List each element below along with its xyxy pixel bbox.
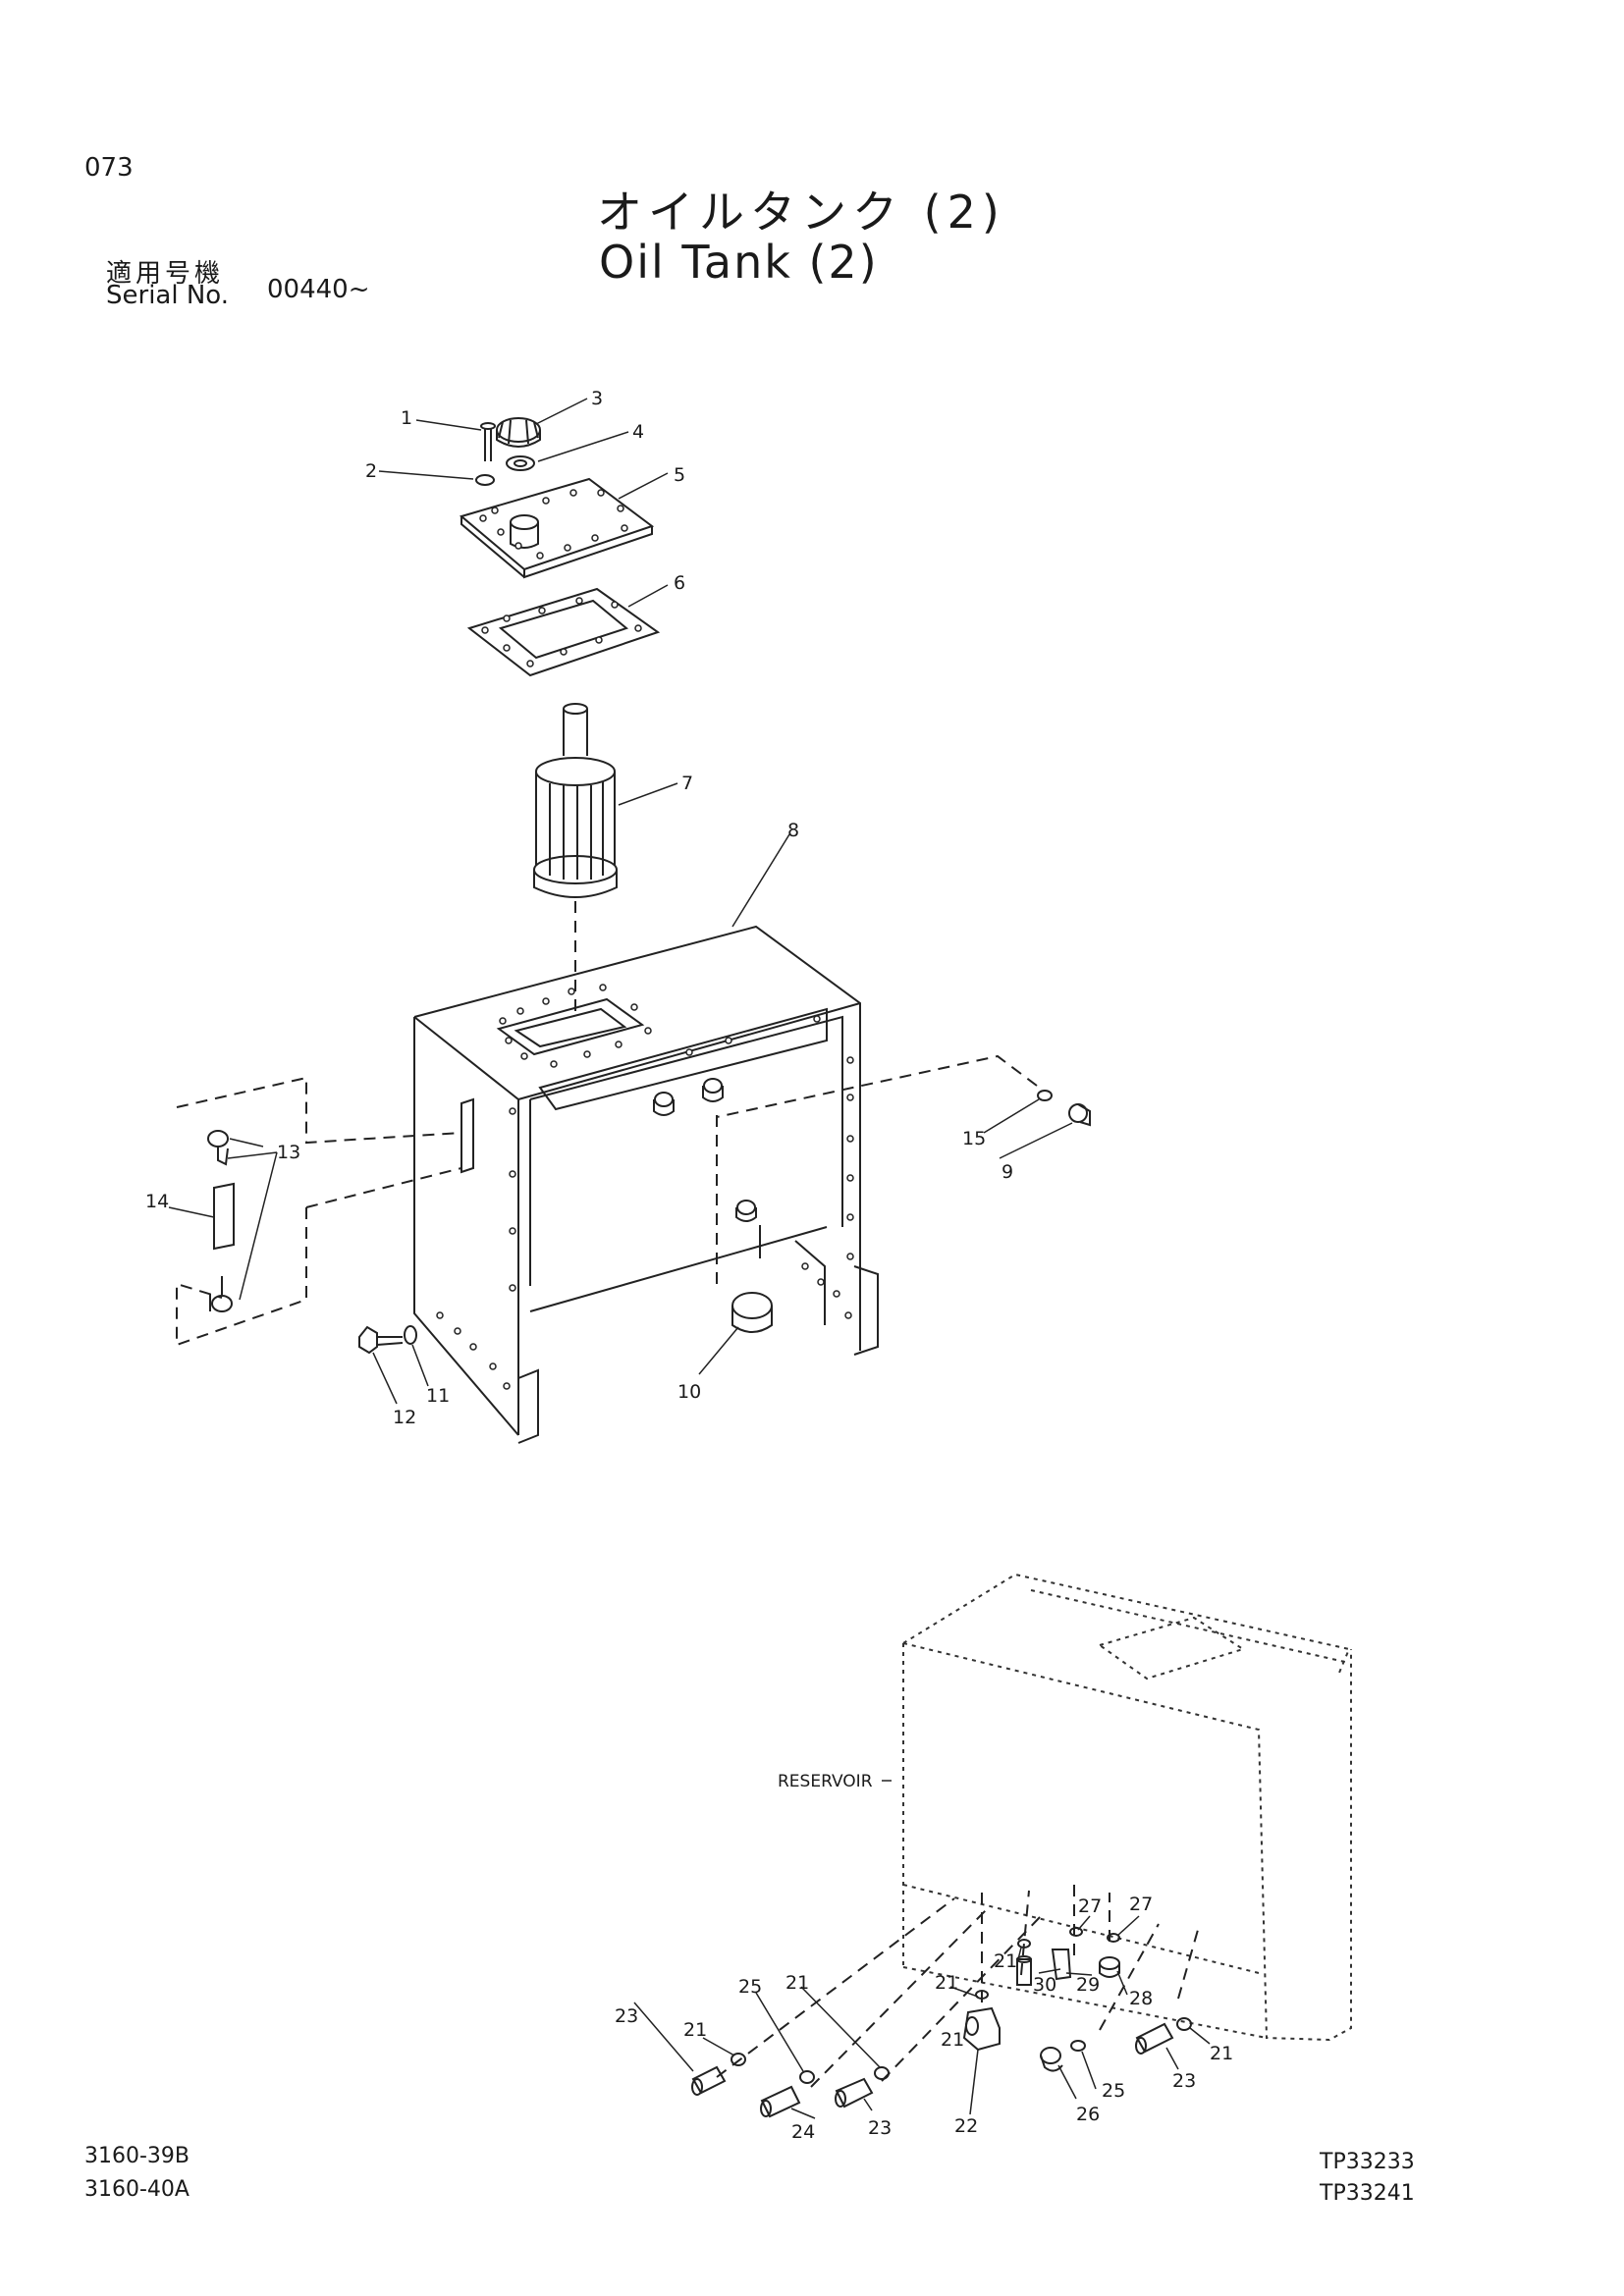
part-27-o-ring-2 (1107, 1933, 1120, 1943)
part-12-bolt (358, 1325, 404, 1355)
callout-25-a: 25 (738, 1976, 762, 1998)
callout-7: 7 (681, 773, 693, 794)
fitting-guide-lines (716, 1885, 1199, 2088)
hose-guide-line-mid (305, 1167, 462, 1208)
callout-21-f: 21 (1210, 2043, 1233, 2064)
part-23-fitting-left (691, 2065, 727, 2096)
drawing-code-2: 3160-40A (84, 2177, 189, 2202)
callout-5: 5 (674, 464, 685, 486)
part-23-fitting-right (1135, 2022, 1174, 2055)
part-10-filter-element (731, 1292, 773, 1333)
part-30-fitting (1016, 1955, 1032, 1986)
part-14-hose (213, 1182, 235, 1251)
callout-24: 24 (791, 2121, 815, 2143)
callout-12: 12 (393, 1407, 416, 1428)
reservoir-label: RESERVOIR (778, 1772, 873, 1791)
page-title-japanese: オイルタンク (2) (597, 186, 1005, 239)
callout-23-b: 23 (868, 2117, 892, 2139)
callout-15: 15 (962, 1128, 986, 1149)
serial-number-value: 00440~ (267, 275, 370, 304)
part-25-o-ring-1 (799, 2070, 815, 2084)
applicable-model-label: 適用号機 (106, 259, 225, 289)
part-8-tank-body (413, 925, 879, 1444)
leader-lines-upper (168, 398, 1073, 1405)
callout-8: 8 (787, 820, 799, 841)
part-27-o-ring-1 (1069, 1927, 1083, 1937)
callout-30: 30 (1033, 1974, 1056, 1996)
part-11-washer (404, 1325, 417, 1345)
part-22-elbow (962, 2006, 1001, 2052)
part-1-bolt (480, 422, 496, 461)
callout-11: 11 (426, 1385, 450, 1407)
serial-number-label: Serial No. (106, 281, 229, 310)
part-3-cap-knob (496, 417, 541, 448)
callout-29: 29 (1076, 1974, 1100, 1996)
callout-21-b: 21 (785, 1972, 809, 1994)
callout-2: 2 (365, 460, 377, 482)
callout-22: 22 (954, 2115, 978, 2137)
reservoir-outline (902, 1573, 1352, 2042)
part-4-seal-ring (506, 455, 535, 471)
callout-23-c: 23 (1172, 2070, 1196, 2092)
callout-23-a: 23 (615, 2005, 638, 2027)
callout-6: 6 (674, 572, 685, 594)
callout-21-e: 21 (994, 1950, 1017, 1972)
part-21-o-ring-4 (1017, 1939, 1031, 1949)
part-9-plug (1068, 1103, 1091, 1127)
part-26-plug (1040, 2047, 1063, 2072)
callout-28: 28 (1129, 1988, 1153, 2009)
drawing-code-1: 3160-39B (84, 2144, 190, 2168)
callout-10: 10 (677, 1381, 701, 1403)
callout-25-b: 25 (1102, 2080, 1125, 2102)
callout-1: 1 (401, 407, 412, 429)
hose-guide-line-lower (176, 1207, 307, 1347)
callout-labels: 1 2 3 4 5 6 7 8 9 10 11 12 13 14 15 21 2… (145, 388, 1233, 2143)
callout-4: 4 (632, 421, 644, 443)
part-15-o-ring (1037, 1090, 1053, 1101)
callout-21-d: 21 (941, 2029, 964, 2051)
part-2-washer (475, 474, 495, 486)
part-24-fitting (760, 2085, 801, 2118)
leader-lines-lower (633, 1915, 1211, 2119)
part-21-o-ring-3 (975, 1990, 989, 2000)
page-title-english: Oil Tank (2) (599, 236, 879, 289)
callout-27-b: 27 (1129, 1894, 1153, 1915)
part-5-cover-plate (459, 477, 655, 579)
part-21-o-ring-2 (874, 2066, 890, 2080)
plug-guide-line (716, 1054, 1038, 1118)
callout-13: 13 (277, 1142, 300, 1163)
callout-9: 9 (1001, 1161, 1013, 1183)
part-23-fitting-middle (835, 2077, 874, 2109)
part-28-plug (1099, 1956, 1120, 1978)
reference-number-1: TP33233 (1320, 2150, 1415, 2174)
callout-27-a: 27 (1078, 1896, 1102, 1917)
hose-guide-line-upper (176, 1076, 462, 1145)
callout-3: 3 (591, 388, 603, 409)
part-13-elbow-fitting-upper (207, 1130, 229, 1166)
part-21-o-ring-5 (1176, 2017, 1192, 2031)
callout-21-a: 21 (683, 2019, 707, 2041)
part-25-o-ring-2 (1070, 2040, 1086, 2052)
part-29-fitting (1051, 1949, 1072, 1981)
part-7-strainer-filter (533, 703, 618, 898)
page-number: 073 (84, 153, 134, 183)
part-13-elbow-fitting-lower (209, 1276, 233, 1312)
reference-number-2: TP33241 (1320, 2181, 1415, 2206)
part-6-gasket (466, 587, 661, 677)
callout-21-c: 21 (935, 1972, 958, 1994)
callout-14: 14 (145, 1191, 169, 1212)
part-21-o-ring-1 (731, 2053, 746, 2066)
callout-26: 26 (1076, 2104, 1100, 2125)
